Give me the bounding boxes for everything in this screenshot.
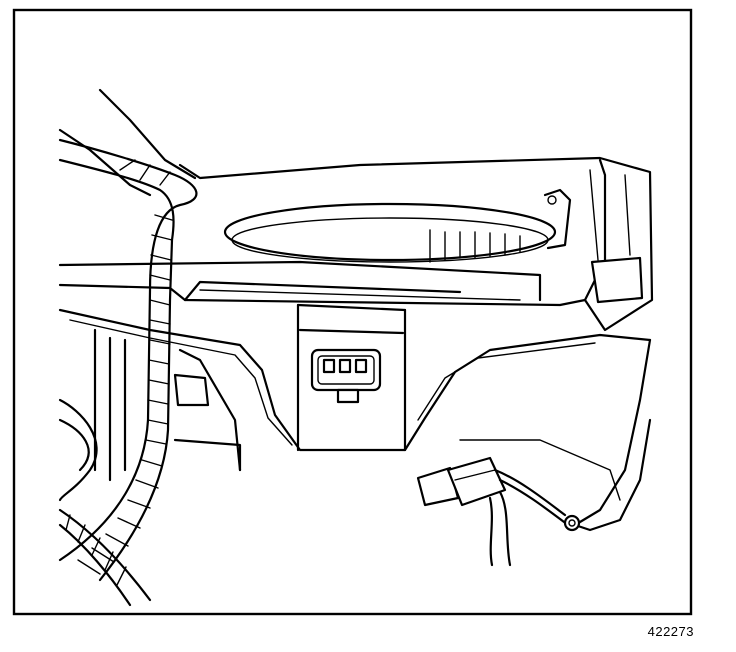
blower-motor-connector <box>310 348 382 404</box>
diagram-frame <box>12 8 693 616</box>
heater-case-housing <box>58 88 654 532</box>
wiring-harness <box>58 138 198 607</box>
harness-plug <box>416 456 581 567</box>
figure-id-label: 422273 <box>647 624 694 639</box>
